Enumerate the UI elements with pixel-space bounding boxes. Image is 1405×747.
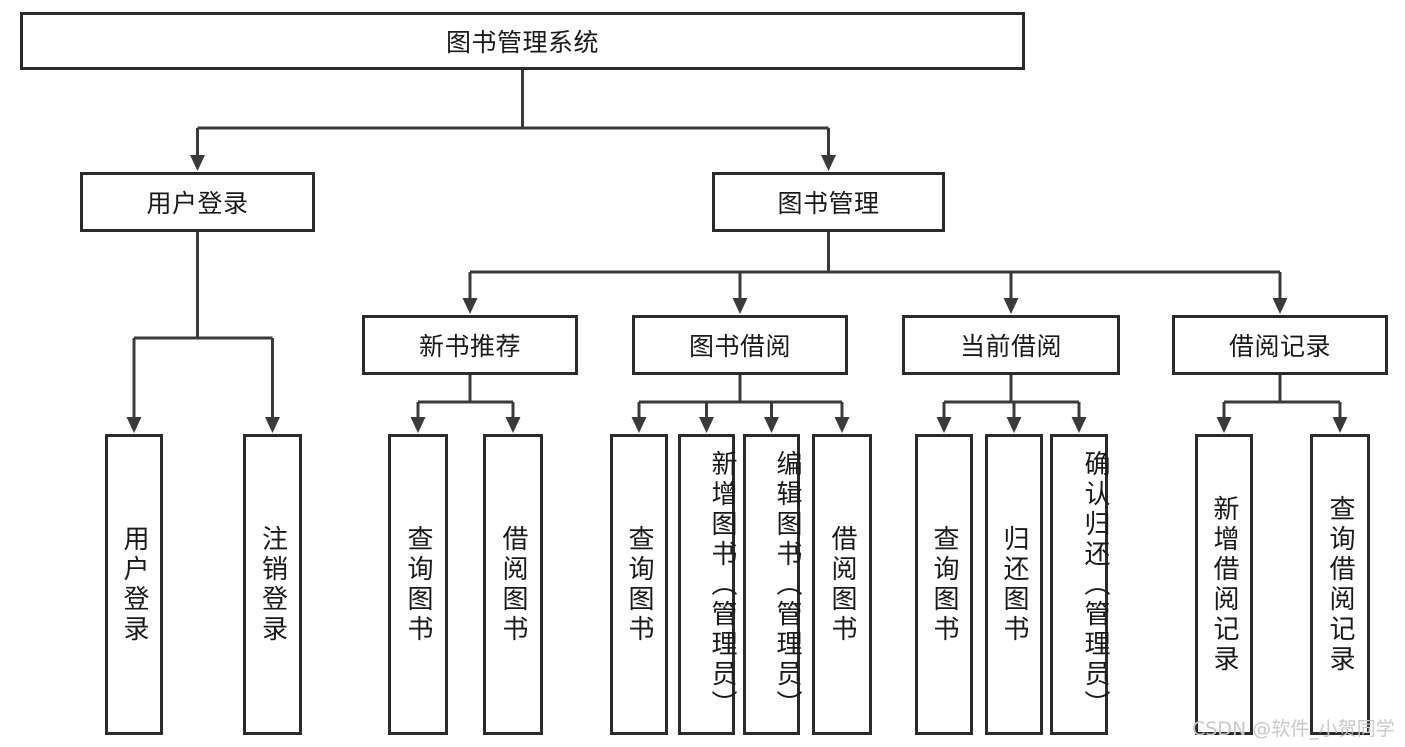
node-box-leaf-query-book-current[interactable] xyxy=(915,434,973,735)
arrow-head-icon xyxy=(126,417,142,433)
arrow-head-icon xyxy=(410,417,426,433)
node-box-book-manage[interactable] xyxy=(712,172,945,232)
arrow-head-icon xyxy=(1003,298,1019,314)
node-box-leaf-query-book-rec[interactable] xyxy=(388,434,448,735)
arrow-head-icon xyxy=(1071,417,1087,433)
arrow-head-icon xyxy=(764,417,779,433)
node-box-root[interactable] xyxy=(20,12,1025,70)
arrow-head-icon xyxy=(936,417,952,433)
arrow-head-icon xyxy=(821,155,836,171)
node-box-leaf-add-book-admin[interactable] xyxy=(678,434,735,735)
arrow-head-icon xyxy=(1332,417,1348,433)
node-box-leaf-borrow-book-rec[interactable] xyxy=(483,434,543,735)
arrow-head-icon xyxy=(505,417,521,433)
node-box-leaf-confirm-return-admin[interactable] xyxy=(1050,434,1108,735)
arrow-head-icon xyxy=(1272,298,1288,314)
node-layer xyxy=(20,12,1388,735)
node-box-leaf-query-borrow-record[interactable] xyxy=(1310,434,1370,735)
node-box-book-borrow[interactable] xyxy=(632,315,848,375)
node-box-leaf-query-book-borrow[interactable] xyxy=(610,434,668,735)
arrow-head-icon xyxy=(1006,417,1022,433)
node-box-leaf-borrow-book[interactable] xyxy=(812,434,872,735)
arrow-head-icon xyxy=(265,417,280,433)
arrow-head-icon xyxy=(1216,417,1232,433)
node-box-leaf-user-login[interactable] xyxy=(105,434,163,735)
arrow-head-icon xyxy=(732,298,748,314)
arrow-head-icon xyxy=(699,417,714,433)
node-box-leaf-return-book[interactable] xyxy=(985,434,1043,735)
connector-layer xyxy=(126,70,1348,433)
node-box-current-borrow[interactable] xyxy=(902,315,1120,375)
node-box-user-login[interactable] xyxy=(80,172,315,232)
node-box-new-book-rec[interactable] xyxy=(362,315,578,375)
arrow-head-icon xyxy=(631,417,647,433)
node-box-leaf-add-borrow-record[interactable] xyxy=(1195,434,1253,735)
node-box-borrow-record[interactable] xyxy=(1172,315,1388,375)
node-box-leaf-user-logout[interactable] xyxy=(243,434,302,735)
arrow-head-icon xyxy=(462,298,478,314)
arrow-head-icon xyxy=(834,417,850,433)
node-box-leaf-edit-book-admin[interactable] xyxy=(743,434,800,735)
arrow-head-icon xyxy=(190,155,205,171)
